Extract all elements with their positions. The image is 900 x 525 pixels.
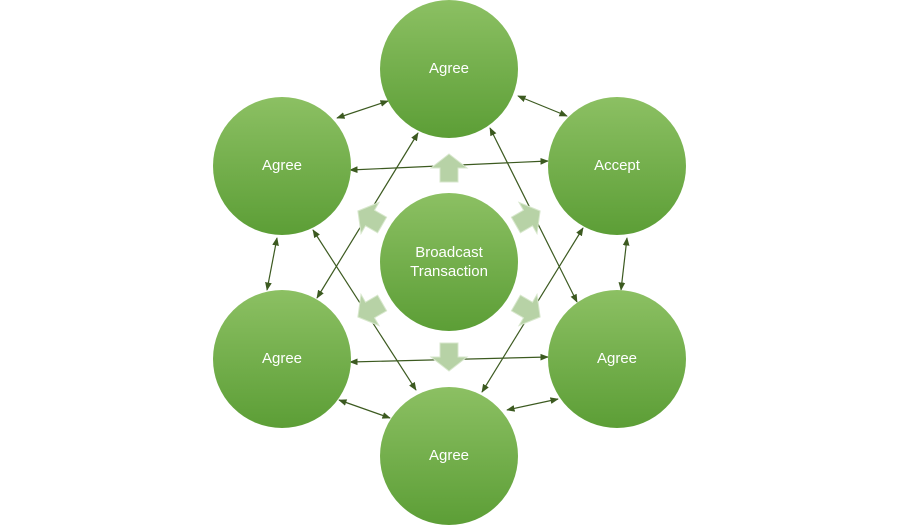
node-center: Broadcast Transaction [380, 193, 518, 331]
node-bottom: Agree [380, 387, 518, 525]
block-arrow-downleft [357, 292, 388, 327]
node-top-right-label: Accept [594, 157, 641, 174]
center-label-line1: Broadcast [415, 244, 483, 261]
arrow-topleft-top [336, 100, 389, 119]
arrow-top-topright [517, 95, 568, 117]
block-arrow-down [429, 342, 469, 372]
ring-arrows [265, 95, 630, 419]
node-top-right: Accept [548, 97, 686, 235]
node-bottom-right-label: Agree [597, 350, 637, 367]
node-bottom-label: Agree [429, 447, 469, 464]
block-arrow-upleft [357, 201, 388, 236]
node-bottom-left-label: Agree [262, 350, 302, 367]
arrow-topright-bottomright [618, 237, 630, 291]
node-bottom-right: Agree [548, 290, 686, 428]
block-arrow-upright [510, 201, 541, 236]
block-arrow-up [429, 153, 469, 183]
arrow-bottomleft-topleft [265, 237, 279, 291]
block-arrow-downright [510, 292, 541, 327]
node-top-left-label: Agree [262, 157, 302, 174]
broadcast-arrows [357, 153, 541, 372]
node-top-label: Agree [429, 60, 469, 77]
node-bottom-left: Agree [213, 290, 351, 428]
arrow-bottomright-bottom [506, 397, 559, 412]
node-top: Agree [380, 0, 518, 138]
center-label-line2: Transaction [410, 263, 488, 280]
node-top-left: Agree [213, 97, 351, 235]
arrow-bottom-bottomleft [338, 399, 391, 419]
